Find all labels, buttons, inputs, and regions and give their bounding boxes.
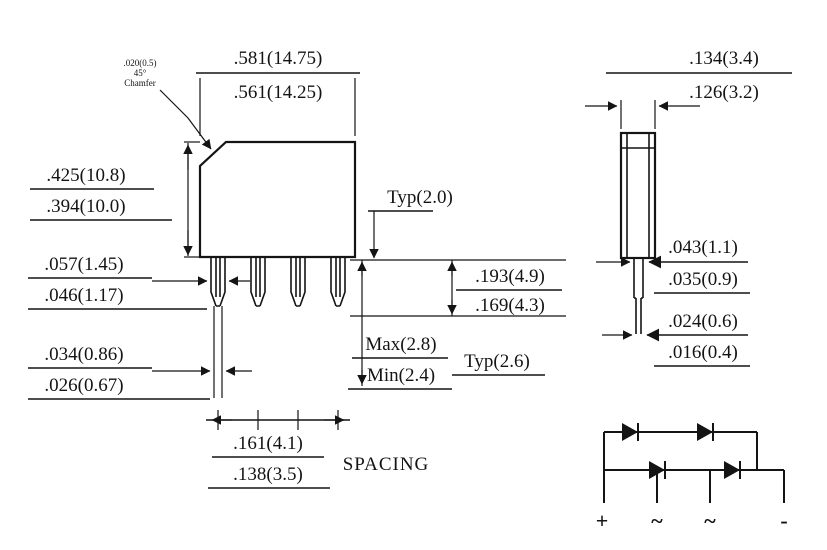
terminal-label-plus: + — [596, 508, 609, 533]
terminal-label-ac1: ~ — [651, 508, 663, 533]
chamfer-note-line3: Chamfer — [124, 78, 156, 88]
front-height-max: .425(10.8) — [46, 165, 125, 186]
terminal-label-ac2: ~ — [704, 508, 716, 533]
side-lead — [633, 258, 644, 334]
spacing-label: SPACING — [343, 454, 430, 475]
chamfer-note-line1: .020(0.5) — [124, 58, 157, 68]
side-lead-tip-min: .016(0.4) — [668, 342, 738, 363]
bridge-schematic: + ~ ~ - — [596, 423, 788, 533]
lead-width-max: .057(1.45) — [44, 254, 123, 275]
side-lead-thickness-min: .035(0.9) — [668, 269, 738, 290]
lead-length-max: .193(4.9) — [475, 266, 545, 287]
side-view: .134(3.4) .126(3.2) .043(1.1) .035(0.9) … — [585, 48, 792, 367]
side-depth-max: .134(3.4) — [689, 48, 759, 69]
lead-4 — [330, 257, 346, 307]
spacing-max: .161(4.1) — [233, 433, 303, 454]
lead-1 — [210, 257, 226, 307]
diode-4-icon — [724, 461, 741, 479]
front-width-max: .581(14.75) — [234, 48, 323, 69]
side-lead-tip-max: .024(0.6) — [668, 311, 738, 332]
side-lead-thickness-max: .043(1.1) — [668, 237, 738, 258]
lead-thickness-min: .026(0.67) — [44, 375, 123, 396]
terminal-label-minus: - — [780, 508, 787, 533]
standoff-max: Max(2.8) — [365, 334, 436, 355]
lead-3 — [290, 257, 306, 307]
lead-length-min: .169(4.3) — [475, 295, 545, 316]
spacing-min: .138(3.5) — [233, 464, 303, 485]
diode-2-icon — [697, 423, 714, 441]
lead-2 — [250, 257, 266, 307]
standoff-min: Min(2.4) — [367, 365, 435, 386]
side-body-outline — [619, 131, 657, 260]
chamfer-note-line2: 45° — [134, 68, 147, 78]
edge-offset-typ: Typ(2.0) — [387, 187, 453, 208]
front-width-min: .561(14.25) — [234, 82, 323, 103]
pitch-typ: Typ(2.6) — [464, 351, 530, 372]
diode-1-icon — [622, 423, 639, 441]
lead-width-min: .046(1.17) — [44, 285, 123, 306]
chamfer-leader — [159, 89, 212, 150]
package-body-outline — [198, 140, 357, 259]
lead-thickness-max: .034(0.86) — [44, 344, 123, 365]
front-height-min: .394(10.0) — [46, 196, 125, 217]
front-view: .581(14.75) .561(14.25) .020(0.5) 45° Ch… — [28, 48, 566, 489]
side-depth-min: .126(3.2) — [689, 82, 759, 103]
